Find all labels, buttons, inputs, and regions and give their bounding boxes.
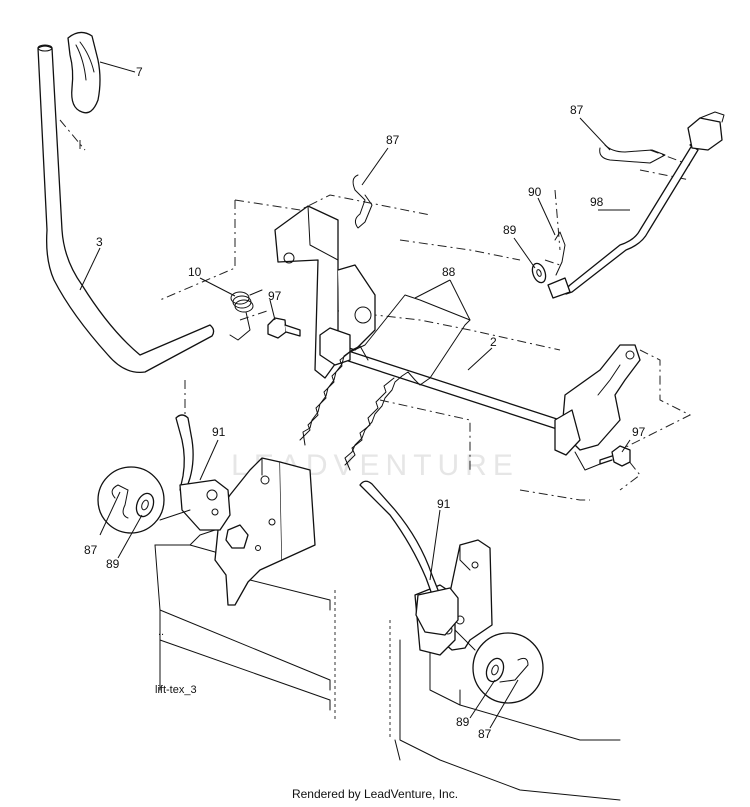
deck-mark: .. — [158, 626, 164, 638]
lift-link-right — [359, 480, 459, 636]
lift-spring-right — [344, 319, 471, 471]
callout-3: 3 — [96, 235, 103, 249]
cotter-pin — [554, 231, 566, 276]
callout-10: 10 — [188, 265, 202, 279]
callout-87: 87 — [386, 133, 400, 147]
callout-labels: 7 3 87 87 90 98 89 10 97 88 2 91 97 87 8… — [84, 65, 646, 741]
torsion-spring — [229, 289, 263, 341]
hairpin-clip-upper-right — [599, 144, 666, 164]
callout-87: 87 — [478, 727, 492, 741]
callout-91: 91 — [212, 425, 226, 439]
callout-89: 89 — [456, 715, 470, 729]
detail-circle-right — [454, 629, 544, 704]
lift-lever — [37, 44, 215, 374]
callout-87: 87 — [84, 543, 98, 557]
left-pivot-bracket — [274, 205, 376, 379]
bolt-upper — [267, 317, 301, 339]
bolt-lower — [599, 445, 631, 467]
callout-87: 87 — [570, 103, 584, 117]
callout-98: 98 — [590, 195, 604, 209]
detail-circle-left — [97, 466, 191, 534]
callout-91: 91 — [437, 497, 451, 511]
callout-89: 89 — [106, 557, 120, 571]
lift-link-left — [175, 414, 249, 549]
callout-89: 89 — [503, 223, 517, 237]
figure-label: lift-tex_3 — [155, 684, 197, 696]
lift-spring-left — [299, 294, 471, 446]
footer-credit: Rendered by LeadVenture, Inc. — [291, 787, 459, 801]
adjustment-rod — [547, 111, 725, 299]
leader-lines — [79, 61, 631, 729]
callout-90: 90 — [528, 185, 542, 199]
mower-deck: .. — [154, 544, 621, 801]
hairpin-clip-upper-center — [352, 174, 373, 229]
callout-2: 2 — [490, 335, 497, 349]
callout-7: 7 — [136, 65, 143, 79]
handle-grip — [67, 31, 101, 114]
callout-88: 88 — [442, 265, 456, 279]
callout-97: 97 — [268, 289, 282, 303]
washer-upper — [531, 262, 547, 284]
callout-97: 97 — [632, 425, 646, 439]
left-deck-bracket — [214, 457, 316, 606]
right-pivot-bracket — [554, 344, 641, 471]
lift-shaft — [328, 344, 561, 431]
